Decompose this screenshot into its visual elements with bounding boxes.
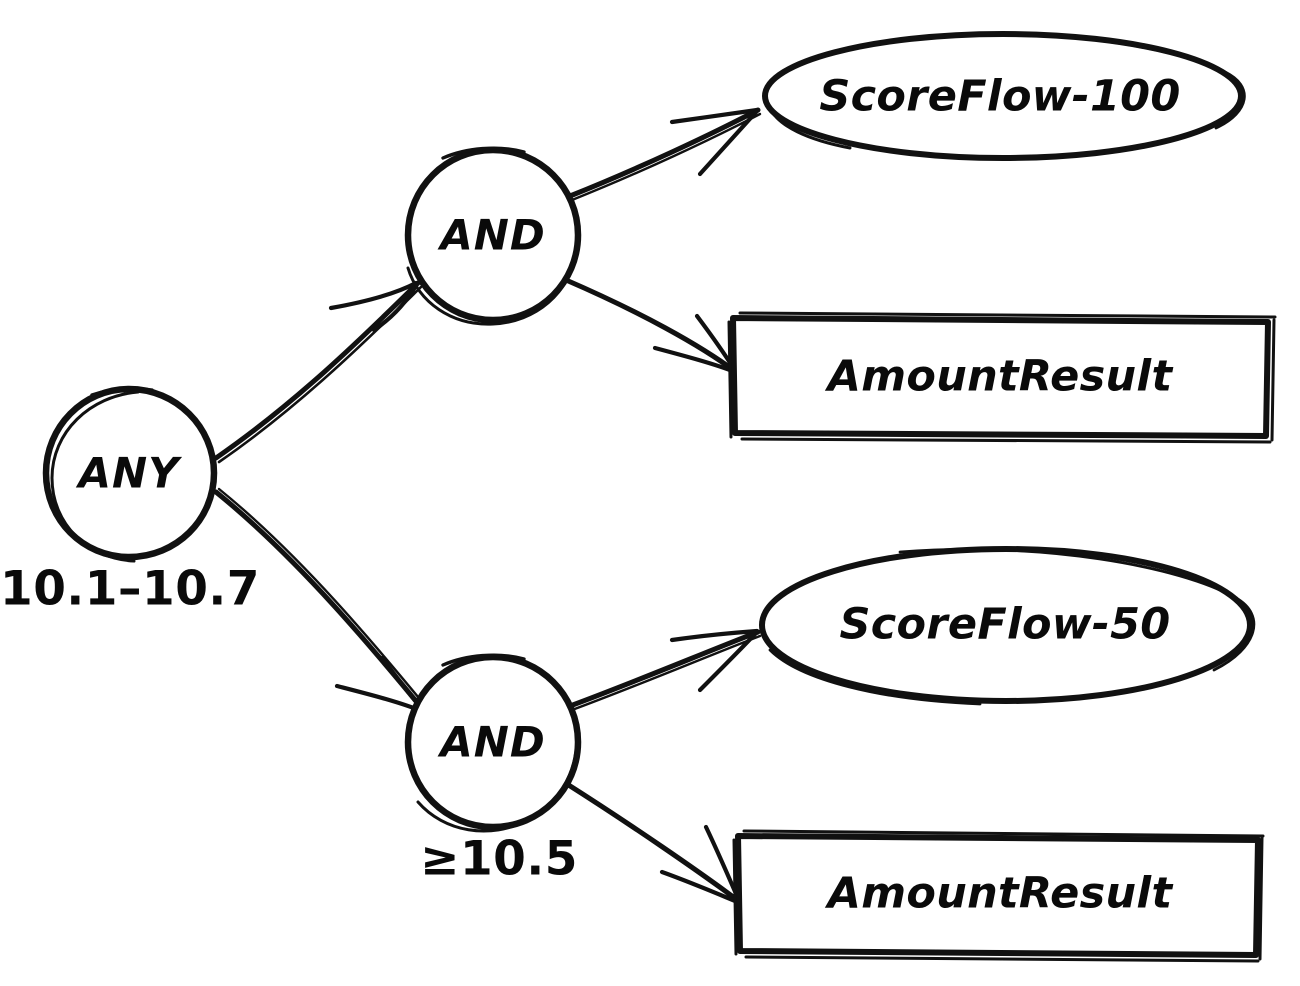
edge-and-top-to-amountresult: [563, 277, 739, 375]
edge-and-bottom-to-scoreflow-50: [567, 628, 762, 712]
node-scoreflow-100[interactable]: ScoreFlow-100: [762, 31, 1246, 161]
node-label-and-top: AND: [437, 211, 546, 260]
node-label-scoreflow-50: ScoreFlow-50: [839, 600, 1170, 650]
edge-and-bottom-to-amountresult: [564, 781, 743, 906]
node-label-and-bottom: AND: [437, 718, 546, 767]
edge-root-to-and-top: [213, 280, 423, 464]
annotation-root-range: 10.1–10.7: [0, 562, 260, 617]
node-scoreflow-50[interactable]: ScoreFlow-50: [759, 546, 1256, 706]
edge-and-top-to-scoreflow-100: [567, 107, 762, 202]
node-any-root[interactable]: ANY: [42, 385, 218, 563]
node-label-amountresult-bottom: AmountResult: [825, 869, 1174, 919]
node-and-bottom[interactable]: AND: [404, 653, 582, 833]
node-amountresult-bottom[interactable]: AmountResult: [732, 829, 1265, 963]
node-label-amountresult-top: AmountResult: [825, 352, 1174, 402]
node-and-top[interactable]: AND: [404, 146, 582, 326]
annotation-and-bottom-threshold: ≥10.5: [420, 832, 578, 887]
node-amountresult-top[interactable]: AmountResult: [727, 311, 1277, 444]
node-label-any: ANY: [75, 449, 182, 498]
node-label-scoreflow-100: ScoreFlow-100: [819, 72, 1180, 122]
